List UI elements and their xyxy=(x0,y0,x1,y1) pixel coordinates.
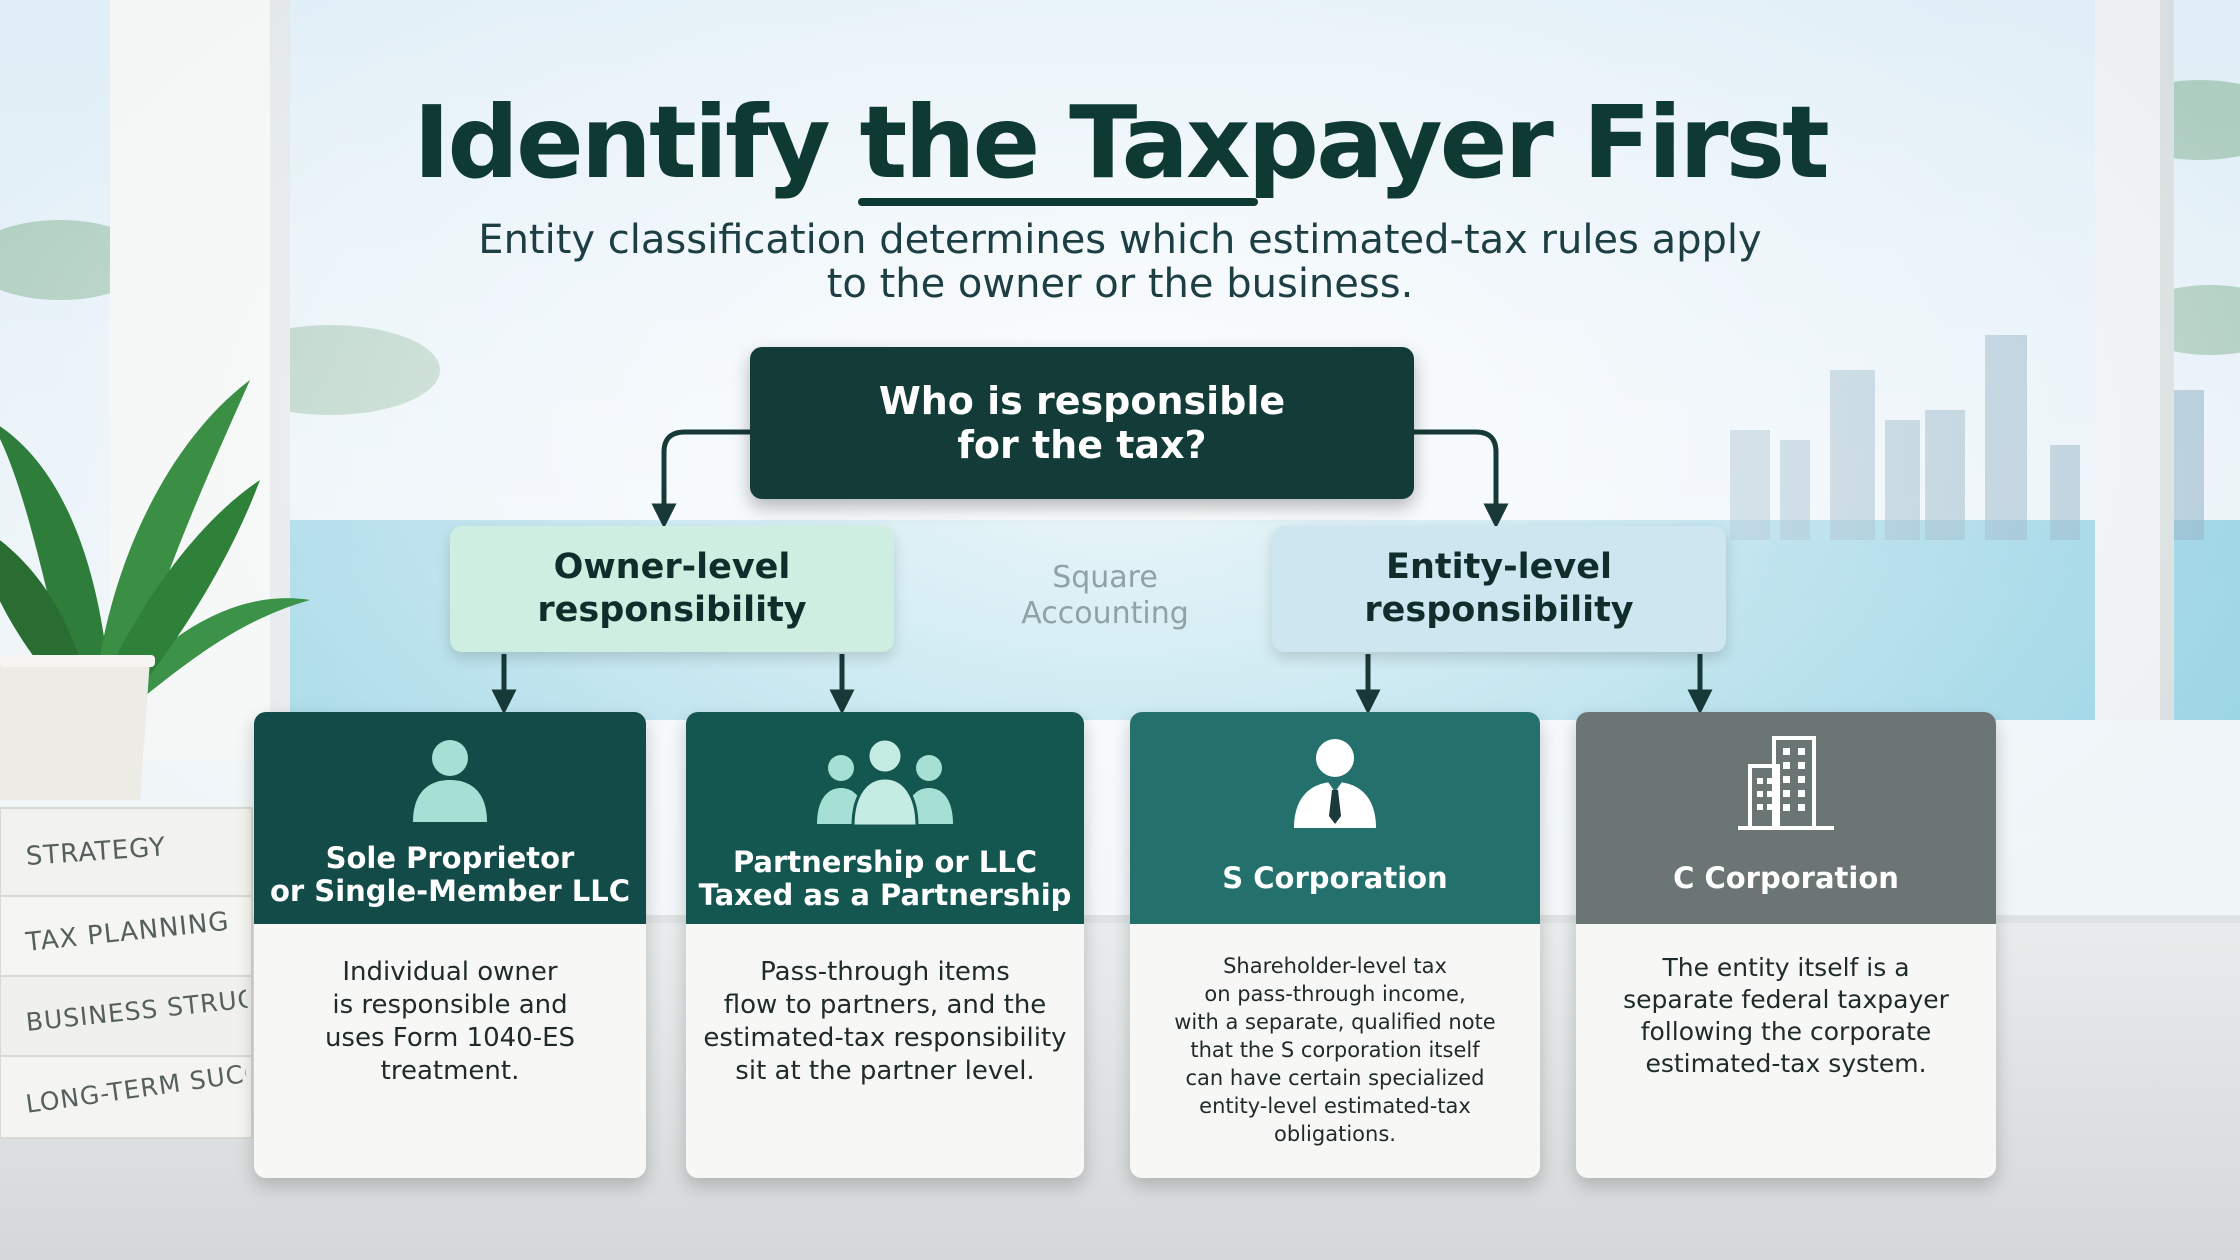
page-subtitle: Entity classification determines which e… xyxy=(370,218,1870,306)
card-header: S Corporation xyxy=(1130,712,1540,924)
card-description-line: is responsible and xyxy=(332,990,568,1020)
question-line: for the tax? xyxy=(957,423,1207,467)
books-stack xyxy=(0,807,253,1139)
card-title: S Corporation xyxy=(1130,862,1540,895)
subtitle-line: to the owner or the business. xyxy=(826,261,1414,307)
building-icon xyxy=(1738,736,1834,830)
card-description: Shareholder-level tax on pass-through in… xyxy=(1146,952,1524,1148)
question-line: Who is responsible xyxy=(878,379,1286,423)
page-title: Identify the Taxpayer First xyxy=(413,84,1830,201)
card-description: The entity itself is a separate federal … xyxy=(1592,952,1980,1080)
card-title-line: C Corporation xyxy=(1673,861,1899,895)
title-underline xyxy=(858,198,1258,206)
card-title-line: or Single-Member LLC xyxy=(269,874,630,908)
entity-level-box: Entity-level responsibility xyxy=(1272,526,1726,652)
card-title: C Corporation xyxy=(1576,862,1996,895)
question-box: Who is responsible for the tax? xyxy=(750,347,1414,499)
card-description-line: entity-level estimated-tax xyxy=(1199,1094,1471,1118)
card-description: Individual owner is responsible and uses… xyxy=(270,956,630,1088)
watermark-logo: Square Accounting xyxy=(1000,560,1210,632)
owner-level-line: Owner-level xyxy=(553,547,791,587)
card-description: Pass-through items flow to partners, and… xyxy=(702,956,1068,1088)
card-description-line: estimated-tax system. xyxy=(1645,1049,1927,1078)
card-description-line: estimated-tax responsibility xyxy=(703,1023,1067,1053)
card-description-line: flow to partners, and the xyxy=(723,990,1047,1020)
card-partnership: Partnership or LLC Taxed as a Partnershi… xyxy=(686,712,1084,1178)
card-description-line: uses Form 1040-ES xyxy=(324,1023,576,1053)
card-c-corporation: C Corporation The entity itself is a sep… xyxy=(1576,712,1996,1178)
watermark-line: Square xyxy=(1052,560,1158,595)
card-description-line: The entity itself is a xyxy=(1662,953,1910,982)
card-description-line: treatment. xyxy=(380,1056,520,1086)
card-description-line: that the S corporation itself xyxy=(1190,1038,1480,1062)
card-description-line: following the corporate xyxy=(1640,1017,1932,1046)
card-description-line: obligations. xyxy=(1274,1122,1396,1146)
card-header: C Corporation xyxy=(1576,712,1996,924)
card-description-line: Pass-through items xyxy=(760,957,1010,987)
plant-decoration xyxy=(0,380,310,700)
card-description-line: can have certain specialized xyxy=(1185,1066,1485,1090)
card-header: Partnership or LLC Taxed as a Partnershi… xyxy=(686,712,1084,924)
card-title-line: Taxed as a Partnership xyxy=(698,878,1072,912)
entity-level-line: Entity-level xyxy=(1386,547,1612,587)
group-icon xyxy=(817,737,953,826)
watermark-line: Accounting xyxy=(1021,596,1189,631)
owner-level-box: Owner-level responsibility xyxy=(450,526,894,652)
card-title: Sole Proprietor or Single-Member LLC xyxy=(254,842,646,908)
card-description-line: Shareholder-level tax xyxy=(1223,954,1447,978)
card-description-line: with a separate, qualified note xyxy=(1174,1010,1496,1034)
card-description-line: sit at the partner level. xyxy=(735,1056,1035,1086)
card-title-line: Partnership or LLC xyxy=(732,845,1038,879)
card-s-corporation: S Corporation Shareholder-level tax on p… xyxy=(1130,712,1540,1178)
card-header: Sole Proprietor or Single-Member LLC xyxy=(254,712,646,924)
card-title: Partnership or LLC Taxed as a Partnershi… xyxy=(686,846,1084,912)
card-title-line: S Corporation xyxy=(1222,861,1448,895)
entity-level-line: responsibility xyxy=(1364,590,1634,630)
businessperson-icon xyxy=(1294,739,1376,828)
card-description-line: Individual owner xyxy=(342,957,558,987)
subtitle-line: Entity classification determines which e… xyxy=(478,217,1762,263)
card-description-line: on pass-through income, xyxy=(1204,982,1466,1006)
person-icon xyxy=(413,740,487,822)
card-title-line: Sole Proprietor xyxy=(325,841,575,875)
card-sole-proprietor: Sole Proprietor or Single-Member LLC Ind… xyxy=(254,712,646,1178)
card-description-line: separate federal taxpayer xyxy=(1623,985,1949,1014)
owner-level-line: responsibility xyxy=(537,590,807,630)
